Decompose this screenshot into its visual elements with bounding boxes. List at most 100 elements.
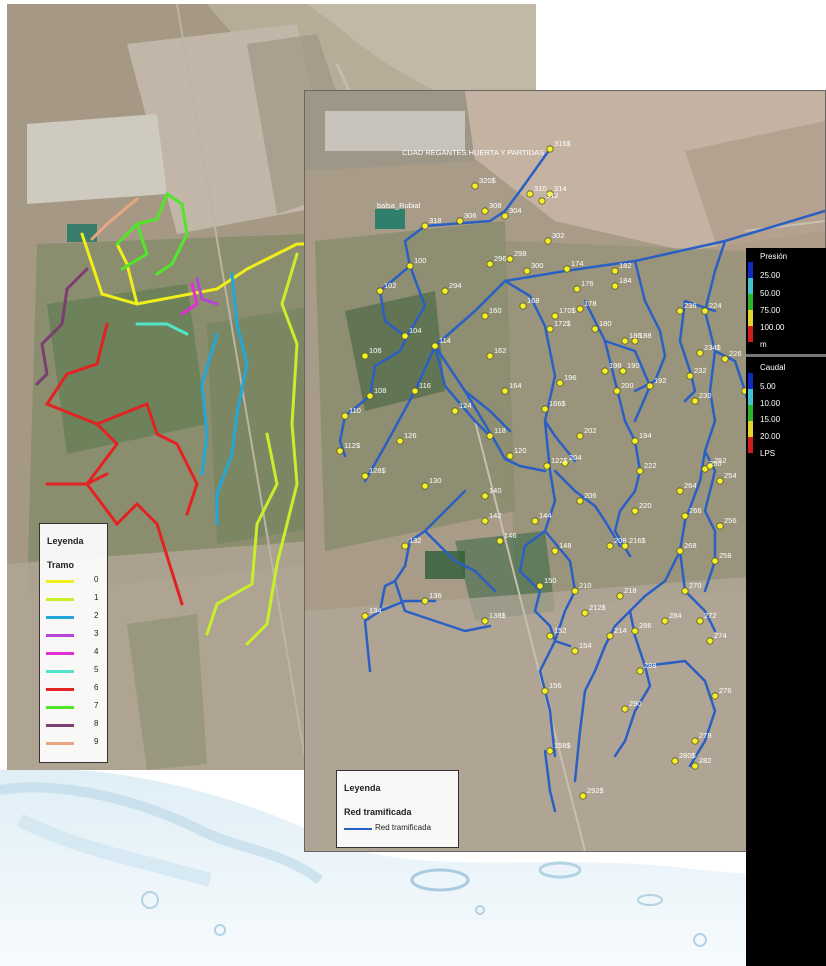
network-node-marker[interactable]: [671, 757, 679, 765]
network-node-marker[interactable]: [546, 190, 554, 198]
network-node-marker[interactable]: [481, 617, 489, 625]
network-node-marker[interactable]: [406, 262, 414, 270]
network-node-marker[interactable]: [486, 352, 494, 360]
network-node-marker[interactable]: [601, 367, 609, 375]
network-node-marker[interactable]: [571, 647, 579, 655]
network-node-marker[interactable]: [696, 617, 704, 625]
network-node-marker[interactable]: [544, 237, 552, 245]
network-node-marker[interactable]: [716, 477, 724, 485]
network-node-marker[interactable]: [591, 325, 599, 333]
network-node-marker[interactable]: [546, 632, 554, 640]
network-node-marker[interactable]: [401, 542, 409, 550]
network-node-marker[interactable]: [701, 307, 709, 315]
network-node-marker[interactable]: [613, 387, 621, 395]
network-node-marker[interactable]: [621, 542, 629, 550]
network-node-marker[interactable]: [546, 145, 554, 153]
network-node-marker[interactable]: [711, 692, 719, 700]
network-node-marker[interactable]: [721, 355, 729, 363]
network-node-marker[interactable]: [681, 512, 689, 520]
network-node-marker[interactable]: [606, 542, 614, 550]
network-node-marker[interactable]: [711, 557, 719, 565]
network-node-marker[interactable]: [543, 462, 551, 470]
network-node-marker[interactable]: [456, 217, 464, 225]
network-node-marker[interactable]: [541, 405, 549, 413]
network-node-marker[interactable]: [631, 337, 639, 345]
network-node-marker[interactable]: [496, 537, 504, 545]
network-node-marker[interactable]: [646, 382, 654, 390]
network-node-marker[interactable]: [579, 792, 587, 800]
network-node-marker[interactable]: [716, 522, 724, 530]
network-node-marker[interactable]: [336, 447, 344, 455]
network-node-marker[interactable]: [361, 352, 369, 360]
network-node-marker[interactable]: [676, 307, 684, 315]
network-node-marker[interactable]: [471, 182, 479, 190]
network-node-marker[interactable]: [481, 492, 489, 500]
network-node-marker[interactable]: [481, 517, 489, 525]
network-node-marker[interactable]: [546, 325, 554, 333]
network-node-marker[interactable]: [576, 432, 584, 440]
network-node-marker[interactable]: [661, 617, 669, 625]
network-node-marker[interactable]: [519, 302, 527, 310]
network-node-marker[interactable]: [531, 517, 539, 525]
network-node-marker[interactable]: [621, 337, 629, 345]
network-node-marker[interactable]: [556, 379, 564, 387]
network-node-marker[interactable]: [421, 482, 429, 490]
network-node-marker[interactable]: [421, 597, 429, 605]
network-node-marker[interactable]: [486, 432, 494, 440]
network-node-marker[interactable]: [706, 462, 714, 470]
network-node-marker[interactable]: [611, 282, 619, 290]
network-node-marker[interactable]: [361, 472, 369, 480]
network-node-marker[interactable]: [551, 312, 559, 320]
network-node-marker[interactable]: [636, 667, 644, 675]
network-node-marker[interactable]: [631, 627, 639, 635]
network-node-marker[interactable]: [526, 190, 534, 198]
network-node-marker[interactable]: [681, 587, 689, 595]
network-node-marker[interactable]: [506, 452, 514, 460]
network-node-marker[interactable]: [451, 407, 459, 415]
network-node-marker[interactable]: [631, 437, 639, 445]
network-node-marker[interactable]: [616, 592, 624, 600]
network-node-marker[interactable]: [581, 609, 589, 617]
network-node-marker[interactable]: [571, 587, 579, 595]
network-node-marker[interactable]: [501, 387, 509, 395]
network-node-marker[interactable]: [376, 287, 384, 295]
network-node-marker[interactable]: [563, 265, 571, 273]
network-node-marker[interactable]: [536, 582, 544, 590]
network-node-marker[interactable]: [619, 367, 627, 375]
network-node-marker[interactable]: [501, 212, 509, 220]
network-node-marker[interactable]: [676, 547, 684, 555]
network-node-marker[interactable]: [706, 637, 714, 645]
network-node-marker[interactable]: [576, 497, 584, 505]
network-node-marker[interactable]: [506, 255, 514, 263]
network-node-marker[interactable]: [576, 305, 584, 313]
network-node-marker[interactable]: [561, 459, 569, 467]
network-node-marker[interactable]: [481, 207, 489, 215]
network-node-marker[interactable]: [691, 762, 699, 770]
network-node-marker[interactable]: [341, 412, 349, 420]
network-node-marker[interactable]: [396, 437, 404, 445]
network-node-marker[interactable]: [411, 387, 419, 395]
network-node-marker[interactable]: [621, 705, 629, 713]
network-node-marker[interactable]: [361, 612, 369, 620]
network-node-marker[interactable]: [606, 632, 614, 640]
network-node-marker[interactable]: [401, 332, 409, 340]
network-node-marker[interactable]: [676, 487, 684, 495]
network-node-marker[interactable]: [691, 397, 699, 405]
network-node-marker[interactable]: [686, 372, 694, 380]
network-node-marker[interactable]: [611, 267, 619, 275]
network-node-marker[interactable]: [636, 467, 644, 475]
network-node-marker[interactable]: [486, 260, 494, 268]
network-node-marker[interactable]: [538, 197, 546, 205]
network-node-marker[interactable]: [631, 507, 639, 515]
network-node-marker[interactable]: [481, 312, 489, 320]
network-node-marker[interactable]: [523, 267, 531, 275]
network-node-marker[interactable]: [431, 342, 439, 350]
network-node-marker[interactable]: [421, 222, 429, 230]
network-node-marker[interactable]: [541, 687, 549, 695]
network-node-marker[interactable]: [546, 747, 554, 755]
network-node-marker[interactable]: [366, 392, 374, 400]
network-node-marker[interactable]: [441, 287, 449, 295]
network-node-marker[interactable]: [696, 349, 704, 357]
network-node-marker[interactable]: [551, 547, 559, 555]
